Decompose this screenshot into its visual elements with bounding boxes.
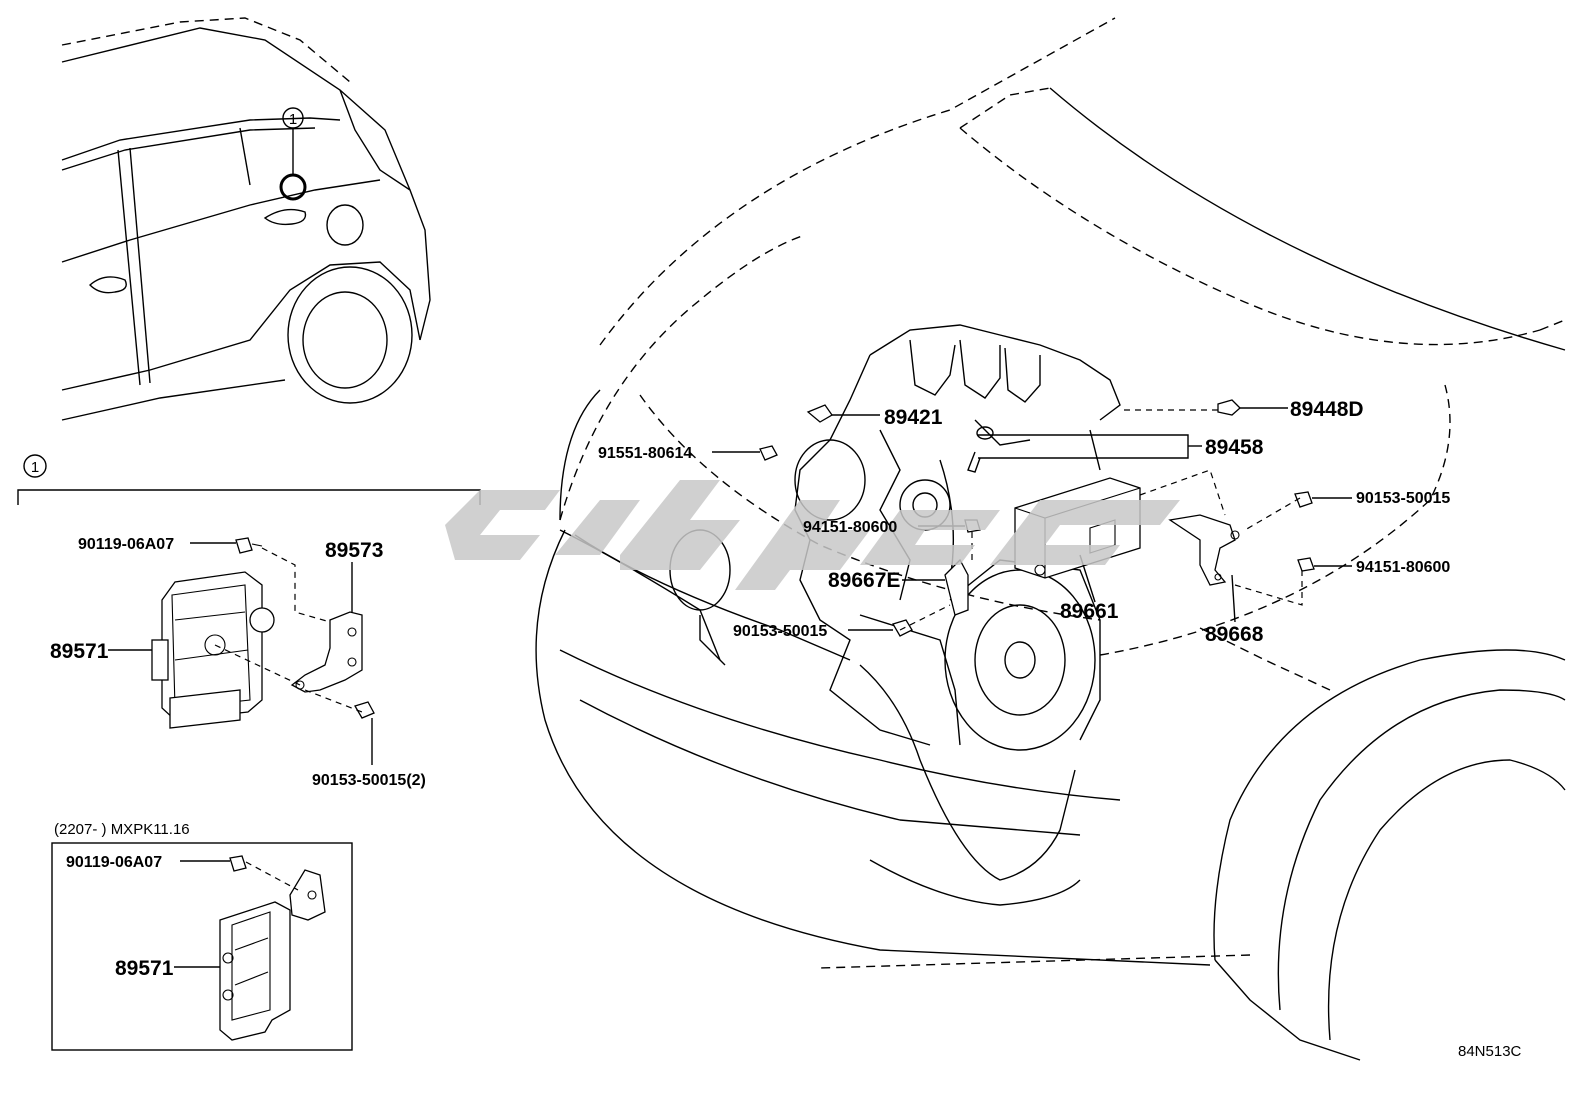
rear-car-illustration — [61, 17, 431, 421]
bolt-90119-06A07-a — [235, 537, 263, 554]
callout-bracket — [17, 489, 481, 505]
inset-title: (2207- ) MXPK11.16 — [54, 821, 190, 838]
bracket-89667E — [944, 558, 969, 616]
callout-marker-left: 1 — [23, 454, 47, 478]
label-94151-80600-b: 94151-80600 — [1356, 559, 1450, 576]
label-89458: 89458 — [1205, 436, 1264, 459]
bolt-91551-80614 — [759, 445, 778, 461]
label-89421: 89421 — [884, 406, 943, 429]
label-90153-50015-b: 90153-50015 — [1356, 490, 1450, 507]
label-91551-80614: 91551-80614 — [598, 445, 692, 462]
bracket-89668 — [1168, 514, 1240, 586]
label-89573: 89573 — [325, 539, 383, 562]
harness-89458 — [967, 426, 1189, 473]
label-90119-06A07-a: 90119-06A07 — [78, 536, 174, 553]
label-90119-06A07-b: 90119-06A07 — [66, 854, 162, 871]
label-89448D: 89448D — [1290, 398, 1364, 421]
callout-number-left: 1 — [31, 459, 39, 476]
label-89661: 89661 — [1060, 600, 1119, 623]
ecu-89571 — [151, 571, 275, 729]
fastener-89421 — [806, 404, 833, 423]
label-89668: 89668 — [1205, 623, 1264, 646]
inset-box — [51, 842, 353, 1051]
bolt-90153-50015-a — [892, 619, 913, 637]
leader-lines-inset — [174, 860, 230, 968]
label-90153-50015-a: 90153-50015 — [733, 623, 827, 640]
assembly-guides-inset — [245, 861, 299, 891]
ecu-89571-inset — [219, 869, 326, 1041]
assembly-guides-left — [214, 547, 363, 713]
diagram-code: 84N513C — [1458, 1043, 1522, 1060]
label-89667E: 89667E — [828, 569, 900, 592]
engine-assembly — [794, 324, 1121, 751]
callout-number-top: 1 — [289, 111, 297, 128]
fastener-89448D — [1217, 399, 1241, 416]
callout-marker-top: 1 — [282, 107, 304, 129]
label-94151-80600-a: 94151-80600 — [803, 519, 897, 536]
label-89571-b: 89571 — [115, 957, 174, 980]
label-89571-a: 89571 — [50, 640, 109, 663]
leader-lines-left — [108, 542, 373, 765]
bolt-90119-06A07-b — [229, 855, 247, 872]
nut-94151-80600-b — [1297, 557, 1315, 572]
bracket-89573 — [290, 611, 363, 693]
bolt-90153-50015-b — [1294, 491, 1313, 508]
label-90153-50015-2: 90153-50015(2) — [312, 772, 426, 789]
watermark — [445, 480, 1180, 590]
bolt-90153-50015-2 — [354, 701, 375, 719]
